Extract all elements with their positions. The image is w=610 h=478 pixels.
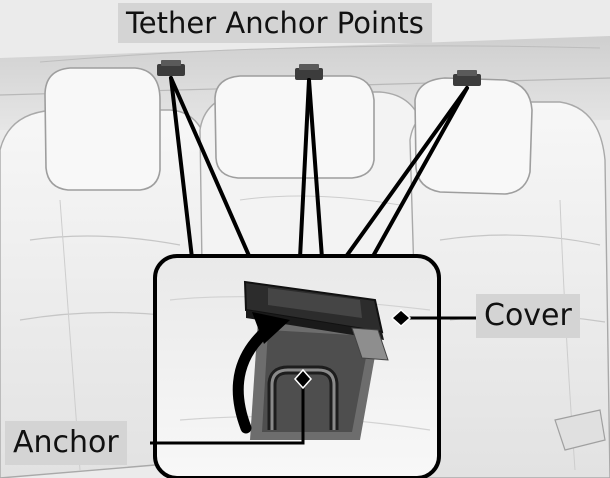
diagram-title: Tether Anchor Points [118, 3, 432, 43]
cover-callout-label: Cover [476, 294, 580, 338]
anchor-callout-text: Anchor [13, 425, 119, 460]
anchor-leader-tip [293, 368, 313, 390]
tether-anchor-point-right [453, 70, 481, 86]
anchor-leader [150, 380, 305, 445]
headrest-right [414, 77, 533, 195]
anchor-point-leader-lines [169, 76, 469, 260]
tether-anchor-point-left [157, 60, 185, 76]
anchor-callout-label: Anchor [5, 421, 127, 465]
cover-leader-tip [390, 308, 412, 328]
cover-callout-text: Cover [484, 298, 572, 333]
diagram-title-text: Tether Anchor Points [126, 5, 424, 40]
lift-arrow-head [252, 312, 290, 344]
headrest-left [44, 67, 161, 191]
headrest-center [214, 75, 375, 179]
tether-anchor-point-center [295, 64, 323, 80]
magnified-inset [153, 254, 441, 478]
anchor-cover [243, 280, 389, 361]
